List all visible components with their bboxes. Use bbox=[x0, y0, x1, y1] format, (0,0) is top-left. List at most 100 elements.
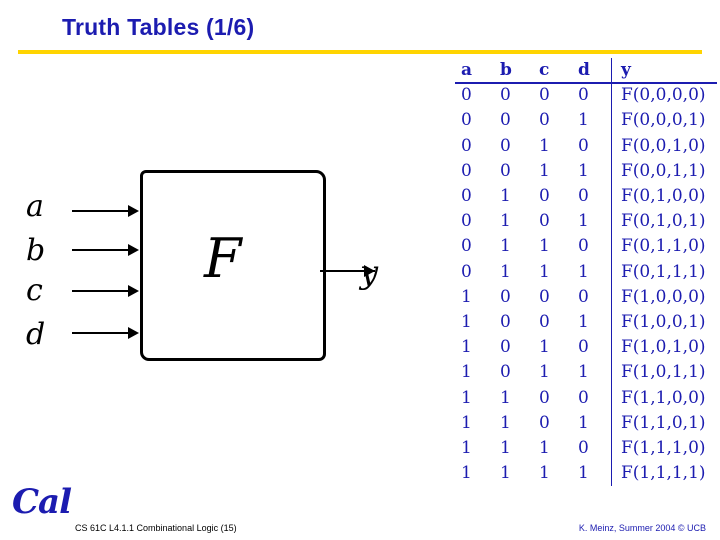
input-label-b: b bbox=[26, 233, 46, 268]
footer-course-label: CS 61C L4.1.1 Combinational Logic (15) bbox=[75, 523, 237, 533]
table-cell: 1 bbox=[500, 412, 511, 433]
table-cell: 1 bbox=[539, 463, 550, 484]
table-cell: F(1,1,1,0) bbox=[621, 438, 706, 459]
input-label-a: a bbox=[26, 189, 44, 224]
table-row: 0 0 0 0 F(0,0,0,0) bbox=[455, 83, 717, 109]
logic-block-diagram: a b c d F y bbox=[0, 165, 430, 410]
table-cell: 0 bbox=[539, 110, 550, 131]
wire-b bbox=[72, 249, 134, 251]
table-cell: 0 bbox=[461, 211, 472, 232]
input-label-d: d bbox=[26, 317, 46, 352]
table-cell: 1 bbox=[461, 286, 472, 307]
wire-y bbox=[320, 270, 375, 272]
table-cell: 0 bbox=[461, 236, 472, 257]
table-cell: 0 bbox=[500, 135, 511, 156]
table-cell: F(0,0,0,1) bbox=[621, 110, 706, 131]
table-cell: F(0,0,0,0) bbox=[621, 85, 706, 106]
table-cell: 1 bbox=[572, 259, 612, 285]
table-cell: 0 bbox=[572, 436, 612, 462]
table-cell: 1 bbox=[500, 236, 511, 257]
table-cell: 1 bbox=[461, 438, 472, 459]
table-cell: 1 bbox=[500, 463, 511, 484]
column-header-d: d bbox=[572, 58, 612, 84]
table-cell: 0 bbox=[539, 85, 550, 106]
page-title: Truth Tables (1/6) bbox=[62, 14, 255, 40]
table-cell: 1 bbox=[500, 211, 511, 232]
table-cell: 1 bbox=[461, 463, 472, 484]
table-cell: F(1,1,1,1) bbox=[621, 463, 706, 484]
column-header-a: a bbox=[461, 60, 473, 80]
table-cell: 0 bbox=[572, 83, 612, 109]
table-cell: F(1,1,0,1) bbox=[621, 412, 706, 433]
table-cell: F(0,1,0,1) bbox=[621, 211, 706, 232]
arrow-b-icon bbox=[128, 244, 139, 256]
table-cell: 1 bbox=[572, 209, 612, 235]
table-cell: 0 bbox=[461, 110, 472, 131]
function-block-label: F bbox=[204, 227, 242, 290]
table-cell: F(0,0,1,1) bbox=[621, 160, 706, 181]
table-cell: F(0,0,1,0) bbox=[621, 135, 706, 156]
table-cell: 0 bbox=[572, 133, 612, 159]
title-divider bbox=[18, 50, 702, 54]
table-cell: 0 bbox=[572, 385, 612, 411]
table-cell: 1 bbox=[572, 108, 612, 134]
table-cell: 1 bbox=[461, 312, 472, 333]
table-cell: F(0,1,0,0) bbox=[621, 186, 706, 207]
arrow-a-icon bbox=[128, 205, 139, 217]
table-cell: 0 bbox=[572, 284, 612, 311]
table-cell: 1 bbox=[461, 337, 472, 358]
table-cell: 0 bbox=[539, 211, 550, 232]
table-cell: 0 bbox=[500, 286, 511, 307]
table-cell: 1 bbox=[572, 158, 612, 185]
table-cell: 0 bbox=[500, 110, 511, 131]
wire-a bbox=[72, 210, 134, 212]
table-cell: 1 bbox=[500, 387, 511, 408]
table-cell: 0 bbox=[572, 184, 612, 210]
table-cell: F(0,1,1,0) bbox=[621, 236, 706, 257]
column-header-y: y bbox=[621, 60, 631, 80]
table-row: 0 0 0 1 F(0,0,0,1) bbox=[455, 108, 717, 134]
footer-author-label: K. Meinz, Summer 2004 © UCB bbox=[578, 523, 706, 533]
table-cell: 0 bbox=[539, 186, 550, 207]
cal-logo: Cal bbox=[12, 482, 72, 522]
table-cell: 0 bbox=[500, 312, 511, 333]
table-cell: 1 bbox=[461, 412, 472, 433]
table-cell: 0 bbox=[461, 186, 472, 207]
table-cell: 0 bbox=[500, 85, 511, 106]
table-cell: 0 bbox=[500, 337, 511, 358]
arrow-c-icon bbox=[128, 285, 139, 297]
table-cell: 1 bbox=[539, 337, 550, 358]
table-row: 1 1 1 1 F(1,1,1,1) bbox=[455, 461, 717, 487]
table-cell: 1 bbox=[461, 362, 472, 383]
table-cell: 0 bbox=[500, 362, 511, 383]
table-cell: 1 bbox=[539, 160, 550, 181]
table-header-divider bbox=[455, 82, 717, 84]
wire-d bbox=[72, 332, 134, 334]
wire-c bbox=[72, 290, 134, 292]
table-cell: 0 bbox=[461, 85, 472, 106]
table-row: 1 1 0 1 F(1,1,0,1) bbox=[455, 410, 717, 437]
table-cell: 1 bbox=[572, 310, 612, 336]
table-cell: 0 bbox=[539, 412, 550, 433]
table-cell: 0 bbox=[572, 234, 612, 260]
table-cell: 1 bbox=[572, 360, 612, 386]
table-cell: F(0,1,1,1) bbox=[621, 261, 706, 282]
table-cell: 0 bbox=[539, 312, 550, 333]
table-cell: 1 bbox=[572, 410, 612, 437]
table-cell: 1 bbox=[500, 261, 511, 282]
table-cell: 0 bbox=[572, 335, 612, 361]
table-cell: 1 bbox=[572, 461, 612, 487]
table-cell: 0 bbox=[500, 160, 511, 181]
table-row: 0 1 0 1 F(0,1,0,1) bbox=[455, 209, 717, 235]
table-cell: F(1,0,1,1) bbox=[621, 362, 706, 383]
